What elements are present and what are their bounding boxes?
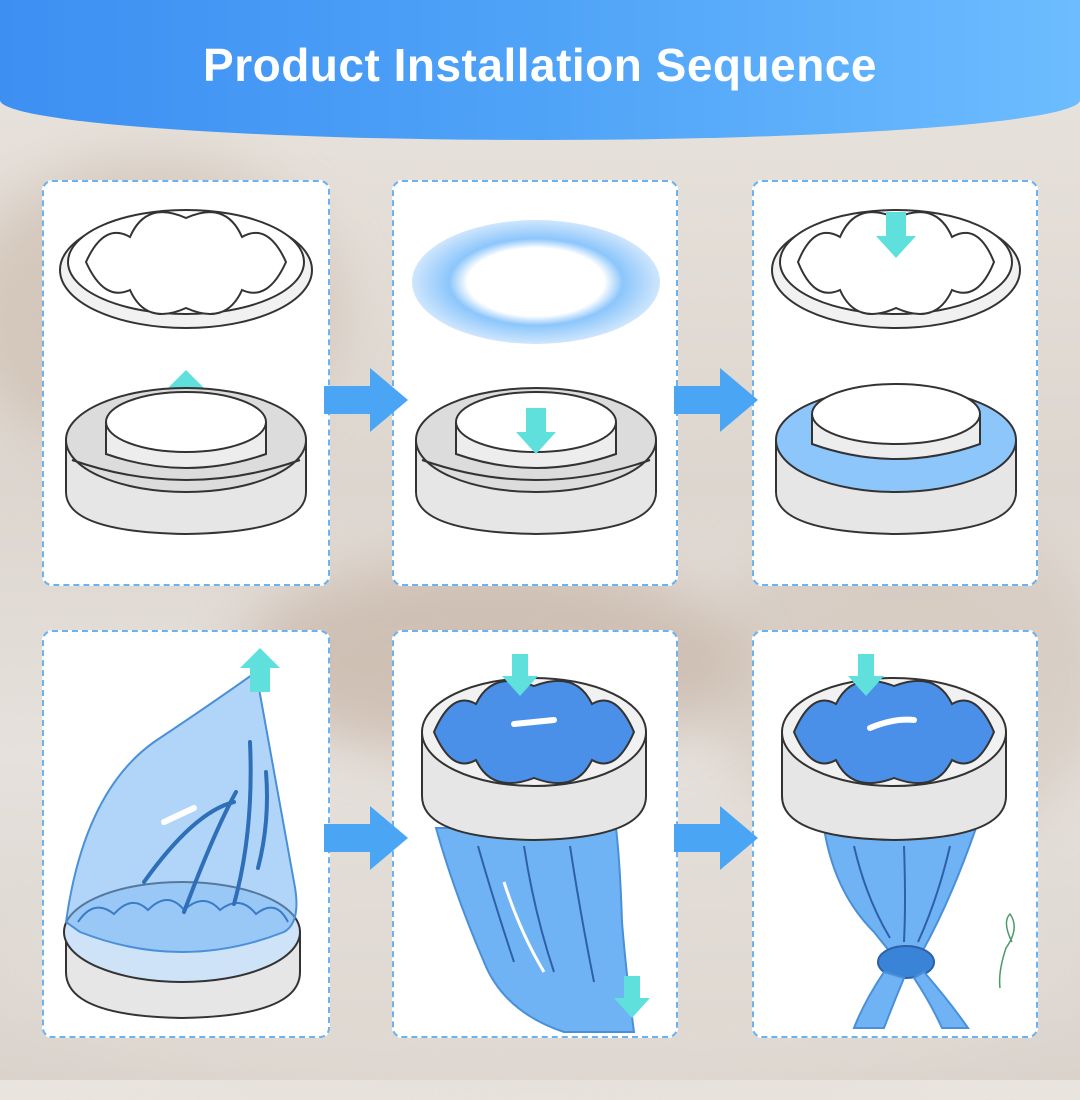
down-arrow-icon (848, 654, 884, 696)
right-arrow-icon (324, 368, 408, 432)
step-panel-3 (752, 180, 1038, 586)
down-arrow-icon (876, 212, 916, 258)
base-ring-icon (65, 387, 307, 536)
up-arrow-icon (240, 648, 280, 692)
down-arrow-icon (502, 654, 650, 1018)
right-arrow-icon (324, 806, 408, 870)
lid-icon (59, 209, 313, 329)
lid-icon (771, 209, 1021, 329)
step-panel-4 (42, 630, 330, 1038)
right-arrow-icon (674, 806, 758, 870)
step-panel-6 (752, 630, 1038, 1038)
refill-ring-icon (412, 220, 660, 344)
step-panel-2 (392, 180, 678, 586)
bag-pull-icon (63, 670, 301, 1020)
bag-through-cap-icon (421, 677, 647, 1033)
page-title: Product Installation Sequence (203, 39, 877, 91)
right-arrow-icon (674, 368, 758, 432)
step-panel-5 (392, 630, 678, 1038)
base-with-refill-icon (775, 383, 1017, 536)
header-banner (0, 0, 1080, 140)
step-panel-1 (42, 180, 330, 586)
bag-knot-icon (781, 677, 1015, 1029)
down-arrow-icon (516, 408, 556, 454)
